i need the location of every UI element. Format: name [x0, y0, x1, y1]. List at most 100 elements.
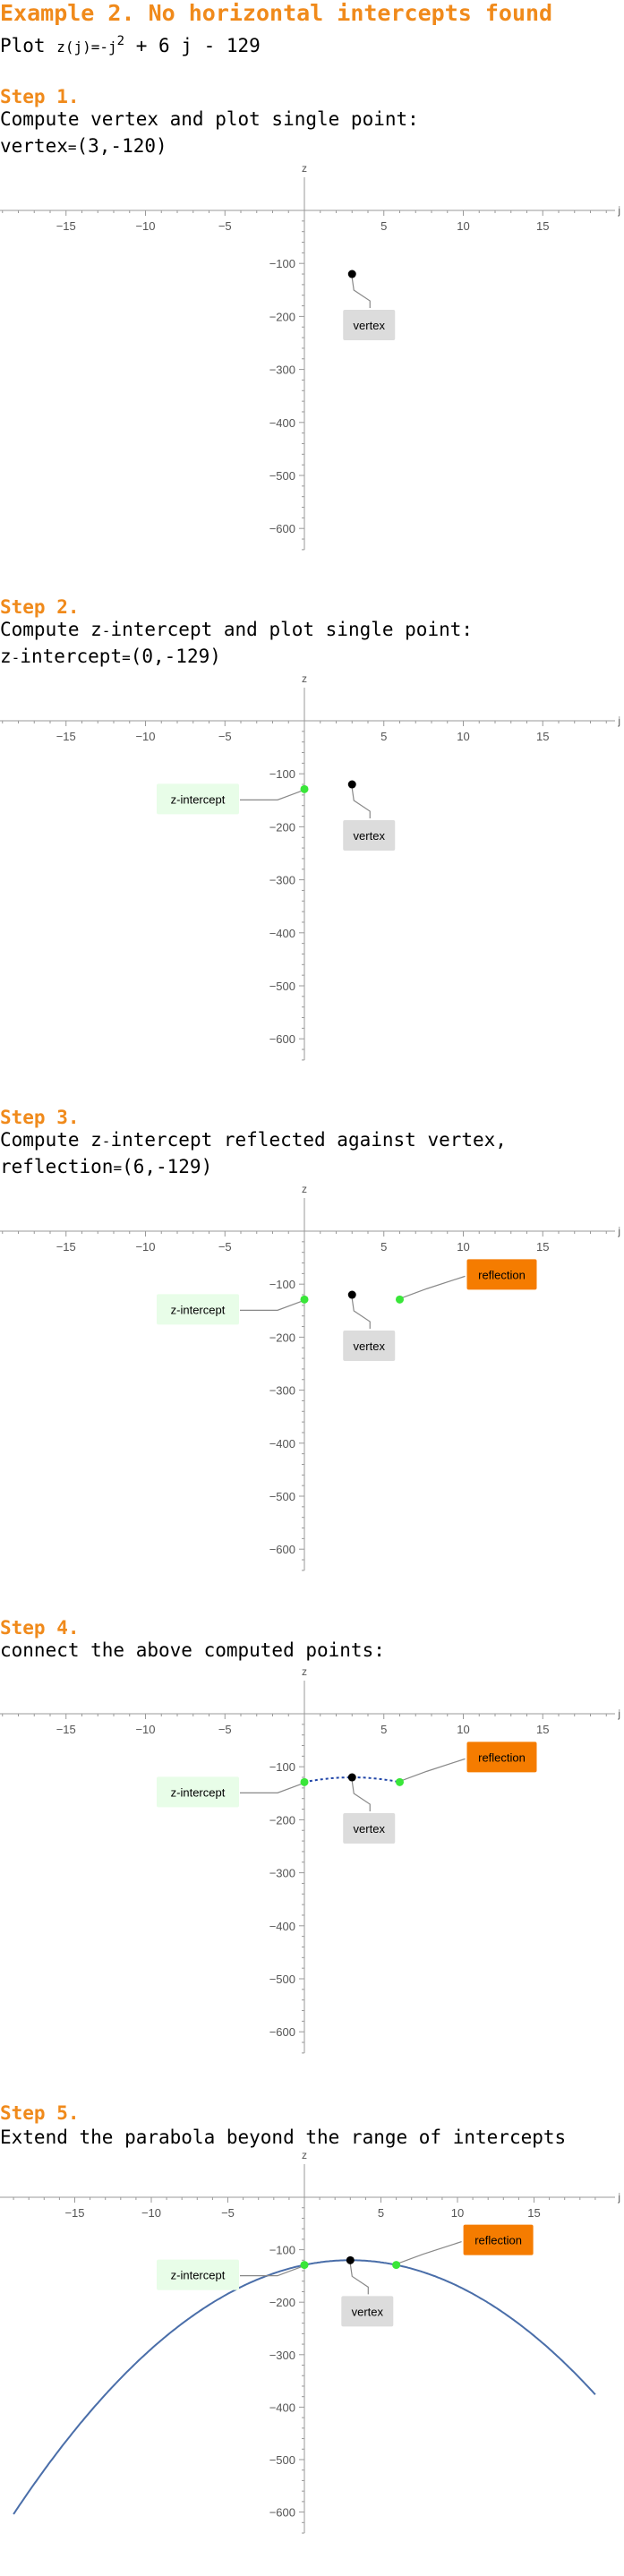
y-tick-label: −300: [269, 2349, 295, 2362]
y-tick-label: −200: [269, 1331, 295, 1344]
reflection-label: reflection: [478, 1750, 526, 1764]
y-axis-label: z: [302, 162, 307, 175]
x-tick-label: −15: [56, 1723, 76, 1736]
reflection-point: [392, 2261, 401, 2270]
text-part: =: [67, 139, 77, 156]
x-axis-label: j: [617, 204, 620, 217]
step-2-line-2: z-intercept=(0,-129): [0, 646, 221, 667]
x-tick-label: 15: [536, 730, 549, 743]
y-tick-label: −400: [269, 1920, 295, 1933]
function-rhs: + 6 j - 129: [124, 35, 261, 56]
reflection-point: [396, 1295, 404, 1304]
y-axis-label: z: [302, 672, 307, 685]
text-part: reflection: [0, 1156, 114, 1177]
vertex-point: [347, 780, 356, 789]
step-3-heading: Step 3.: [0, 1107, 80, 1128]
vertex-point: [347, 270, 356, 278]
y-tick-label: −300: [269, 874, 295, 887]
y-tick-label: −600: [269, 2506, 295, 2520]
y-tick-label: −100: [269, 1760, 295, 1774]
y-axis-label: z: [302, 1183, 307, 1195]
reflection-leader: [402, 1275, 466, 1298]
vertex-leader: [351, 1780, 371, 1812]
function-lhs: z(j)=-j: [56, 39, 117, 56]
vertex-label-box: [343, 310, 396, 341]
y-tick-label: −100: [269, 1278, 295, 1291]
reflection-label: reflection: [474, 2234, 522, 2247]
z-intercept-label: z-intercept: [171, 1303, 226, 1316]
reflection-leader: [398, 2241, 462, 2264]
x-tick-label: −10: [135, 219, 155, 233]
y-axis-label: z: [302, 2149, 307, 2161]
y-tick-label: −100: [269, 257, 295, 270]
x-axis-label: j: [617, 715, 620, 727]
y-tick-label: −400: [269, 927, 295, 940]
y-tick-label: −300: [269, 1384, 295, 1398]
step-2-line-1: Compute z-intercept and plot single poin…: [0, 619, 473, 640]
x-tick-label: −10: [135, 730, 155, 743]
z-intercept-label: z-intercept: [171, 792, 226, 806]
step-1-line-2: vertex=(3,-120): [0, 135, 167, 157]
y-tick-label: −300: [269, 364, 295, 377]
x-tick-label: −5: [218, 1240, 232, 1254]
x-tick-label: −5: [221, 2206, 235, 2220]
vertex-leader: [351, 1297, 371, 1330]
vertex-leader: [351, 277, 371, 309]
vertex-label: vertex: [354, 1822, 386, 1836]
x-tick-label: −10: [135, 1723, 155, 1736]
y-tick-label: −200: [269, 820, 295, 834]
step-5-heading: Step 5.: [0, 2102, 80, 2124]
vertex-label-box: [343, 1331, 396, 1362]
text-part: z: [0, 646, 12, 667]
text-part: intercept reflected against vertex,: [110, 1129, 507, 1151]
page-title: Example 2. No horizontal intercepts foun…: [0, 0, 553, 26]
reflection-label: reflection: [478, 1268, 526, 1281]
z-intercept-label-box: [157, 2259, 239, 2290]
x-tick-label: −10: [141, 2206, 161, 2220]
text-part: -: [101, 1133, 111, 1150]
y-tick-label: −500: [269, 980, 295, 993]
x-tick-label: 10: [457, 219, 469, 233]
y-tick-label: −500: [269, 1490, 295, 1503]
y-tick-label: −100: [269, 2244, 295, 2257]
y-tick-label: −500: [269, 2453, 295, 2467]
vertex-leader: [349, 2264, 369, 2295]
y-tick-label: −500: [269, 469, 295, 483]
y-tick-label: −400: [269, 416, 295, 430]
y-tick-label: −500: [269, 1973, 295, 1986]
step-2-heading: Step 2.: [0, 596, 80, 618]
text-part: -: [11, 649, 21, 666]
x-tick-label: 15: [536, 1723, 549, 1736]
text-part: vertex: [0, 135, 68, 157]
x-tick-label: −10: [135, 1240, 155, 1254]
vertex-point: [347, 1773, 356, 1782]
text-part: intercept and plot single point:: [110, 619, 474, 640]
y-tick-label: −100: [269, 767, 295, 781]
y-tick-label: −200: [269, 1813, 295, 1827]
x-tick-label: −5: [218, 1723, 232, 1736]
z-intercept-leader: [240, 1783, 303, 1793]
reflection-point: [396, 1777, 404, 1786]
z-intercept-label-box: [157, 783, 239, 815]
y-tick-label: −300: [269, 1867, 295, 1880]
x-axis-label: j: [617, 1225, 620, 1237]
x-tick-label: 15: [527, 2206, 540, 2220]
exponent: 2: [116, 34, 125, 48]
x-tick-label: 10: [457, 1723, 469, 1736]
step-3-line-2: reflection=(6,-129): [0, 1156, 212, 1177]
text-part: =: [122, 649, 131, 666]
z-intercept-label: z-intercept: [171, 2269, 226, 2282]
x-tick-label: −15: [56, 730, 76, 743]
y-tick-label: −600: [269, 1543, 295, 1556]
z-intercept-leader: [240, 1300, 303, 1311]
step-1-heading: Step 1.: [0, 86, 80, 107]
text-part: =: [113, 1160, 123, 1177]
x-tick-label: −5: [218, 219, 232, 233]
y-tick-label: −400: [269, 1437, 295, 1451]
x-tick-label: 10: [457, 1240, 469, 1254]
z-intercept-point: [300, 1777, 309, 1786]
